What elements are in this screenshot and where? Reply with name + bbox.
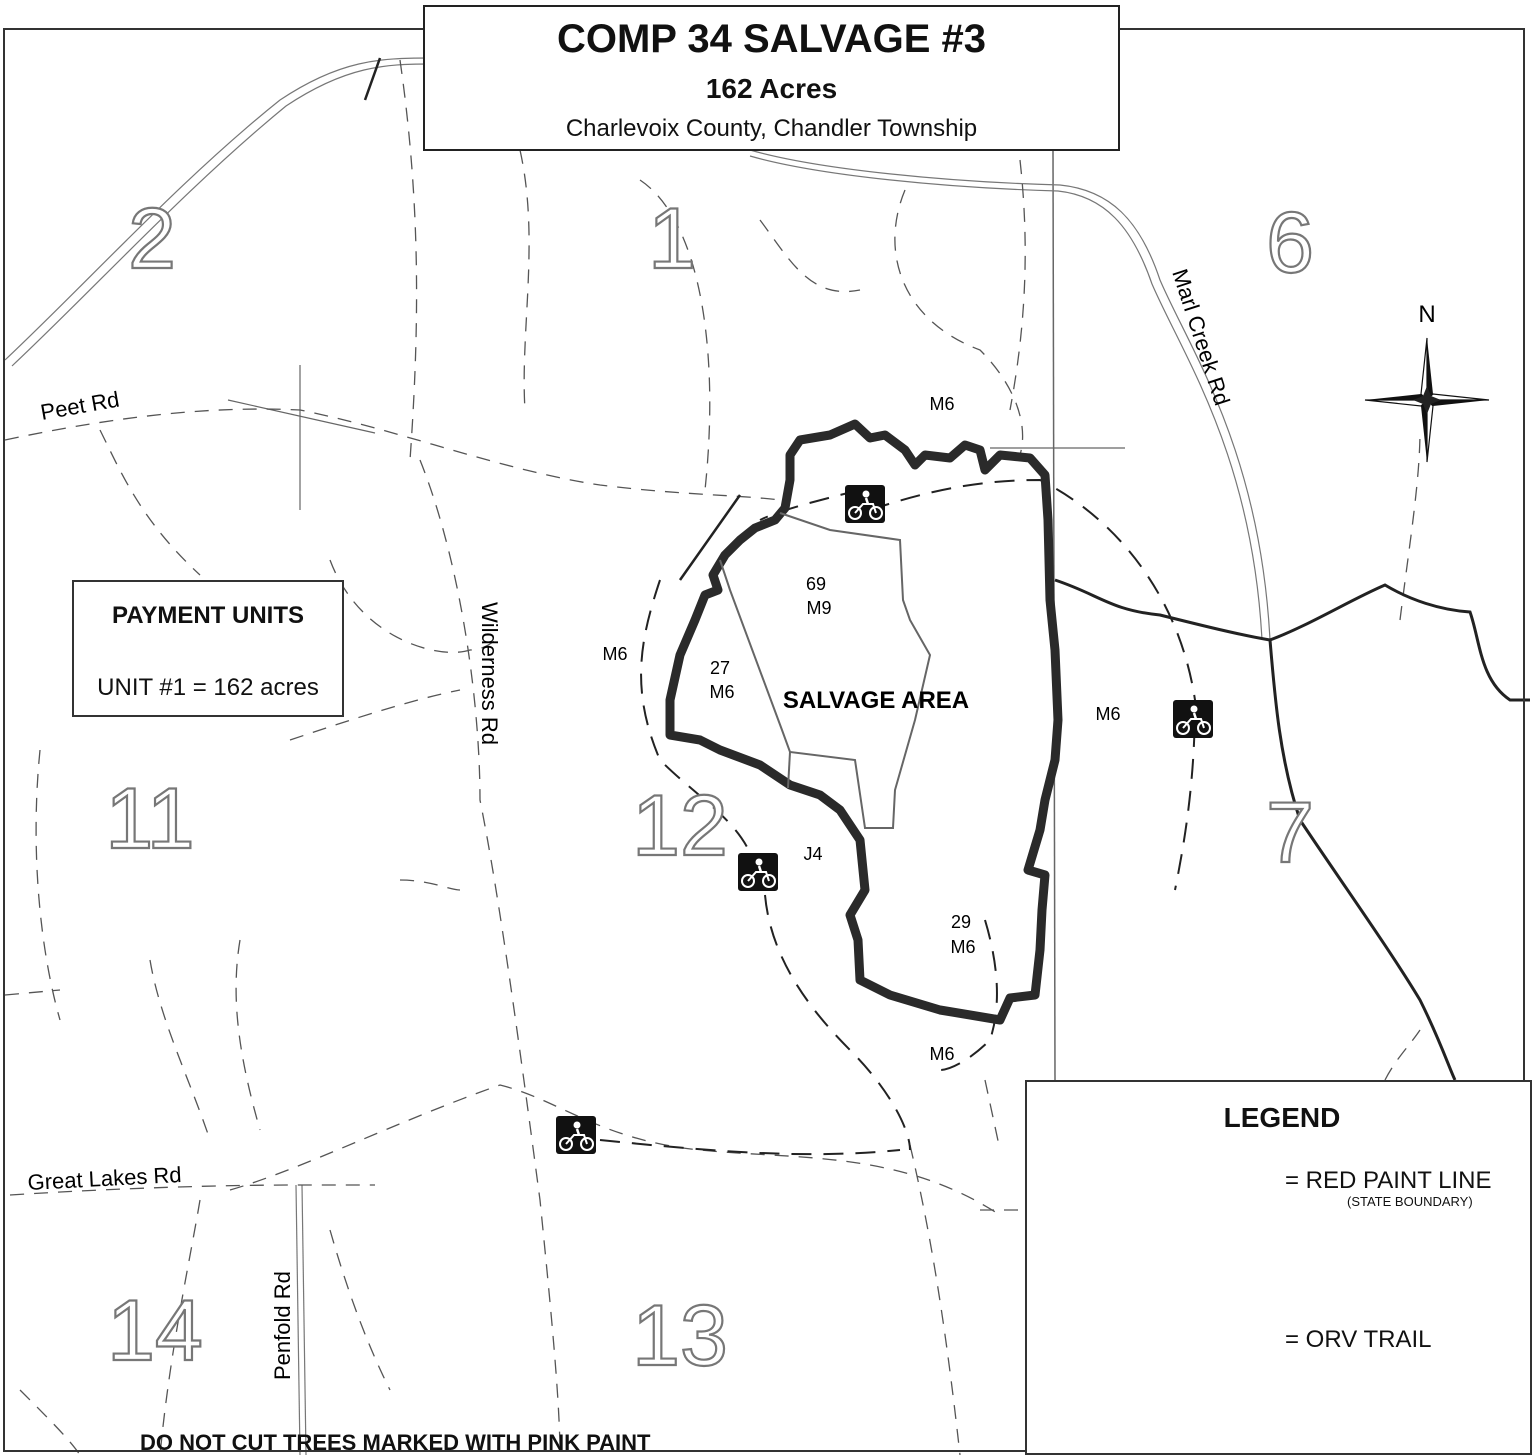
road-label-great-lakes: Great Lakes Rd — [27, 1162, 182, 1195]
salvage-area-label: SALVAGE AREA — [783, 687, 969, 714]
pink-paint-notice: DO NOT CUT TREES MARKED WITH PINK PAINT — [140, 1430, 651, 1455]
dashed-roads — [4, 59, 1421, 1455]
boundary-line-east — [1054, 578, 1530, 702]
stand-label: M6 — [929, 394, 954, 414]
section-number: 7 — [1266, 785, 1314, 881]
section-number: 11 — [105, 771, 194, 867]
stand-label: M6 — [1095, 704, 1120, 724]
title-box: COMP 34 SALVAGE #3 162 Acres Charlevoix … — [423, 5, 1120, 151]
title-acres: 162 Acres — [705, 73, 838, 104]
orv-motorcycle-icon — [1171, 698, 1215, 740]
compass-north-label: N — [1418, 301, 1435, 328]
legend-orv-label: = ORV TRAIL — [1285, 1326, 1432, 1353]
stand-label: M6 — [602, 644, 627, 664]
red-paint-line-boundary — [665, 419, 1063, 1025]
payment-units-title: PAYMENT UNITS — [111, 602, 305, 629]
section-number: 1 — [648, 191, 696, 287]
stand-label: M9 — [806, 598, 831, 618]
section-number: 2 — [128, 191, 176, 287]
page-title: COMP 34 SALVAGE #3 — [556, 17, 987, 61]
stand-label: 69 — [806, 574, 826, 594]
section-number: 12 — [632, 778, 728, 874]
section-number: 6 — [1266, 195, 1314, 291]
stand-label: 29 — [951, 912, 971, 932]
legend-box: LEGEND = RED PAINT LINE (STATE BOUNDARY)… — [1025, 1080, 1532, 1455]
stand-label: M6 — [950, 937, 975, 957]
road-label-peet: Peet Rd — [39, 386, 122, 424]
section-number: 13 — [632, 1288, 728, 1384]
road-label-penfold: Penfold Rd — [270, 1271, 295, 1380]
legend-red-paint-label: = RED PAINT LINE — [1285, 1167, 1492, 1194]
compass-rose-icon — [1364, 337, 1490, 463]
stand-labels: M6 M6 M6 M6 69 M9 27 M6 29 M6 J4 — [602, 394, 1120, 1064]
orv-motorcycle-icon — [736, 851, 780, 893]
payment-units-box: PAYMENT UNITS UNIT #1 = 162 acres — [72, 580, 344, 717]
stand-boundaries — [719, 512, 932, 829]
stand-label: M6 — [929, 1044, 954, 1064]
section-number: 14 — [107, 1283, 203, 1379]
legend-title: LEGEND — [1223, 1102, 1341, 1133]
title-county: Charlevoix County, Chandler Township — [565, 115, 978, 142]
orv-motorcycle-icon — [554, 1114, 598, 1156]
legend-state-boundary-label: (STATE BOUNDARY) — [1347, 1194, 1473, 1209]
orv-motorcycle-icon — [843, 483, 887, 525]
section-line — [227, 399, 376, 434]
payment-unit-1: UNIT #1 = 162 acres — [97, 674, 319, 701]
stand-label: J4 — [803, 844, 822, 864]
boundary-line-top — [363, 57, 382, 101]
boundary-line-nw — [678, 494, 742, 581]
paved-roads — [4, 57, 1271, 1455]
section-numbers: 2 1 6 11 12 7 14 13 — [104, 190, 1315, 1385]
boundary-line-south — [1268, 639, 1457, 1081]
road-label-wilderness: Wilderness Rd — [477, 602, 502, 745]
stand-label: M6 — [709, 682, 734, 702]
stand-label: 27 — [710, 658, 730, 678]
